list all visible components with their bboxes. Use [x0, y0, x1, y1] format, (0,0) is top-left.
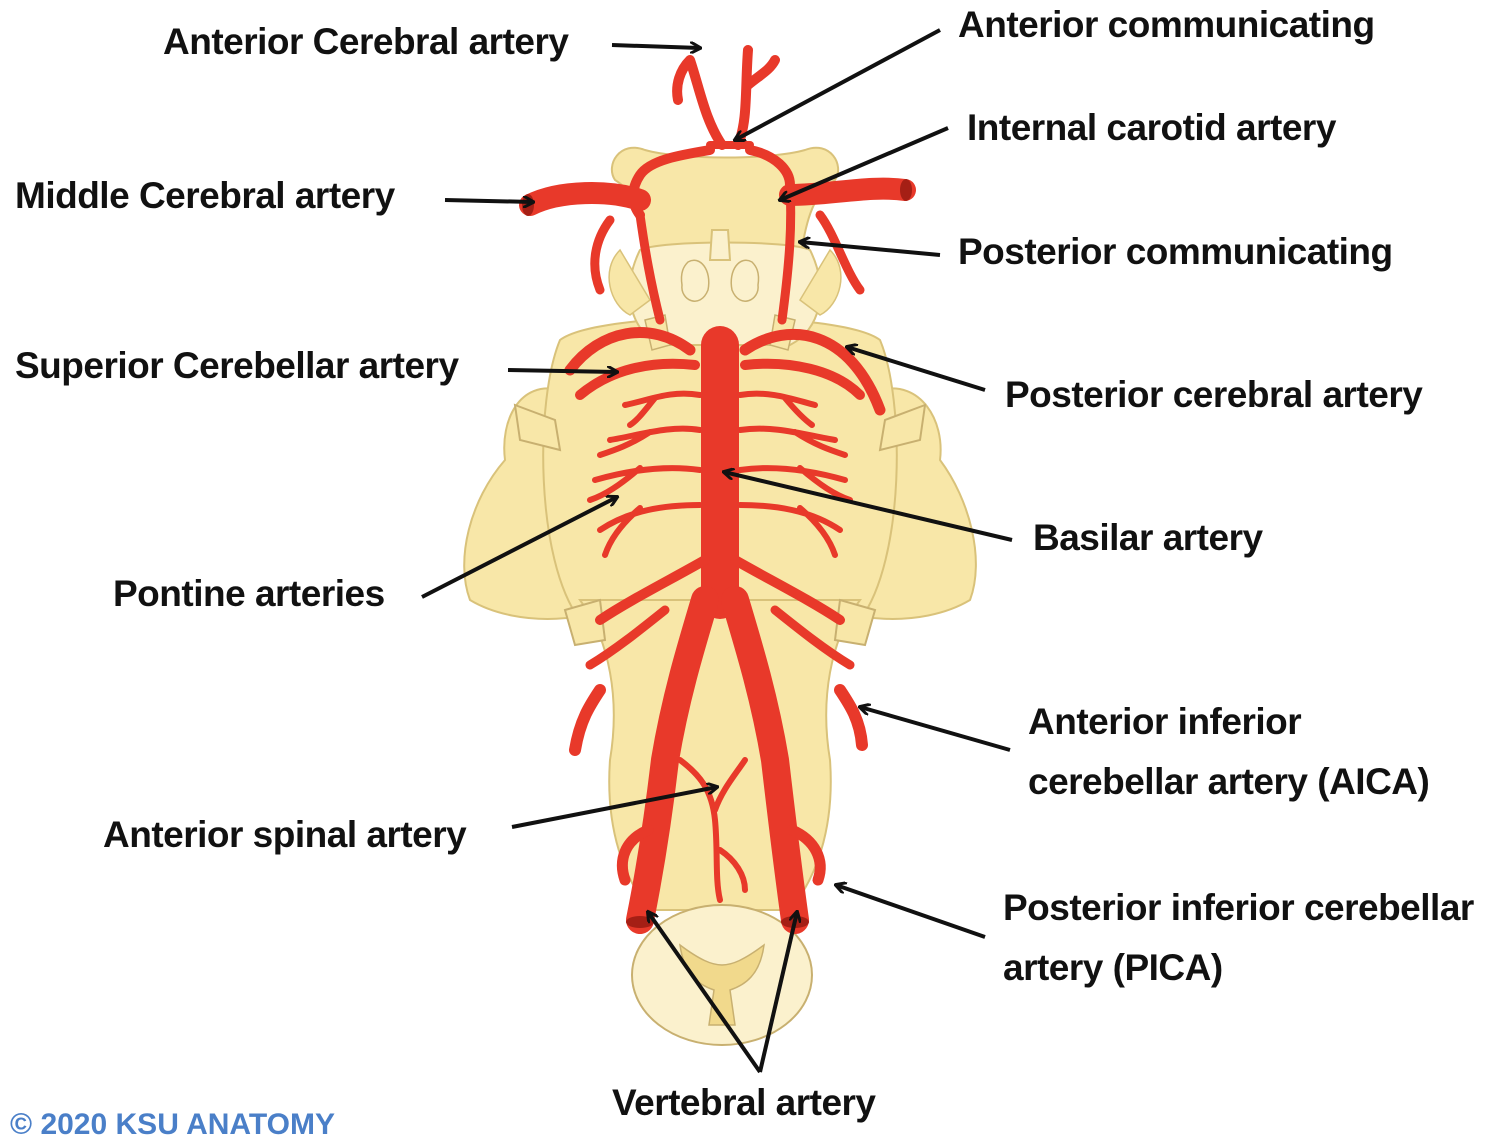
label-pica-line2: artery (PICA) — [1003, 938, 1223, 998]
label-posterior-cerebral-artery: Posterior cerebral artery — [1005, 375, 1422, 416]
label-posterior-communicating: Posterior communicating — [958, 232, 1393, 273]
leader-superior-cerebellar — [508, 370, 617, 372]
pituitary-stalk — [710, 230, 730, 260]
anterior-cerebral-artery-left — [677, 60, 722, 145]
leader-posterior-communicating — [800, 242, 940, 255]
leader-pica — [836, 885, 985, 937]
leader-middle-cerebral — [445, 200, 533, 202]
label-pica-line1: Posterior inferior cerebellar — [1003, 878, 1474, 938]
label-aica-line1: Anterior inferior — [1028, 692, 1301, 752]
label-basilar-artery: Basilar artery — [1033, 518, 1263, 559]
leader-anterior-cerebral — [612, 45, 700, 48]
label-middle-cerebral-artery: Middle Cerebral artery — [15, 176, 395, 217]
label-anterior-communicating: Anterior communicating — [958, 5, 1375, 46]
label-superior-cerebellar-artery: Superior Cerebellar artery — [15, 346, 459, 387]
copyright-notice: © 2020 KSU ANATOMY — [10, 1108, 335, 1142]
mca-branch-left — [595, 220, 610, 290]
leader-aica — [860, 707, 1010, 750]
anterior-cerebral-artery-right — [738, 50, 775, 145]
label-anterior-cerebral-artery: Anterior Cerebral artery — [163, 22, 568, 63]
middle-cerebral-artery-left — [530, 193, 640, 205]
label-anterior-spinal-artery: Anterior spinal artery — [103, 815, 466, 856]
label-aica-line2: cerebellar artery (AICA) — [1028, 752, 1429, 812]
leader-anterior-communicating — [735, 30, 940, 140]
mca-right-end — [900, 179, 912, 201]
label-pontine-arteries: Pontine arteries — [113, 574, 385, 615]
mca-left-end — [522, 194, 534, 216]
label-internal-carotid-artery: Internal carotid artery — [967, 108, 1336, 149]
aica-left-ext — [575, 690, 600, 750]
aica-right-ext — [840, 690, 862, 745]
label-vertebral-artery: Vertebral artery — [612, 1083, 876, 1124]
